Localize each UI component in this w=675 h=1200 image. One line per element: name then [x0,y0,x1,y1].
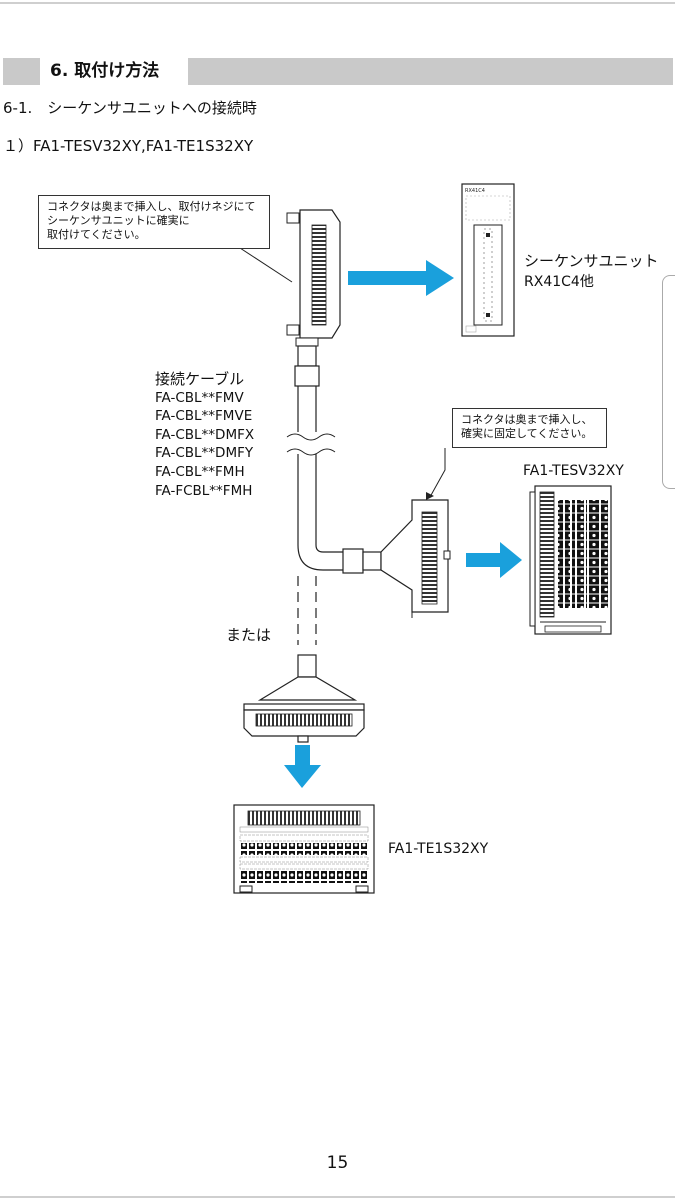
side-scroll-tab[interactable] [662,275,675,489]
cable-model: FA-CBL**FMV [155,389,244,406]
callout-upper-connector: コネクタは奥まで挿入し、取付けネジにて シーケンサユニットに確実に 取付けてくだ… [38,195,270,249]
callout-line: 取付けてください。 [47,228,146,241]
cable-model: FA-FCBL**FMH [155,482,253,499]
item-heading: １）FA1-TESV32XY,FA1-TE1S32XY [3,137,254,155]
terminal-1-label: FA1-TESV32XY [523,463,624,479]
cable-model: FA-CBL**DMFX [155,426,255,443]
plc-module-text: RX41C4 [465,188,485,194]
flat-connector [243,654,365,743]
middle-connector [380,499,451,618]
cable [294,345,382,574]
alternative-label: または [226,626,272,644]
cable-model: FA-CBL**DMFY [155,445,254,462]
callout-leader-top [239,247,293,283]
cable-model: FA-CBL**FMVE [155,408,253,425]
terminal-tesv32xy-drawing [529,485,612,635]
upper-connector [286,209,341,347]
callout-line: 確実に固定してください。 [461,427,593,440]
plc-unit-drawing [461,183,515,337]
arrow-to-tesv-icon [466,542,522,578]
subsection-heading: 6-1. シーケンサユニットへの接続時 [3,99,257,117]
cable-title: 接続ケーブル [155,370,245,388]
terminal-te1s32xy-drawing [233,804,375,894]
arrow-to-plc-icon [348,260,454,296]
top-divider [0,2,675,4]
page-number: 15 [326,1153,349,1173]
section-title: 6. 取付け方法 [40,58,188,85]
bottom-divider [0,1196,675,1198]
cable-model: FA-CBL**FMH [155,463,245,480]
callout-leader-middle [429,448,446,498]
callout-line: コネクタは奥まで挿入し、 [461,413,593,426]
callout-middle-connector: コネクタは奥まで挿入し、 確実に固定してください。 [452,408,607,448]
arrow-to-te1s-icon [284,745,321,788]
callout-line: コネクタは奥まで挿入し、取付けネジにて [47,200,256,213]
cable-list: 接続ケーブル FA-CBL**FMV FA-CBL**FMVE FA-CBL**… [155,370,254,500]
plc-unit-model-label: RX41C4他 [524,274,594,290]
terminal-2-label: FA1-TE1S32XY [388,841,489,857]
callout-line: シーケンサユニットに確実に [47,214,190,227]
plc-unit-label: シーケンサユニット [524,252,659,270]
